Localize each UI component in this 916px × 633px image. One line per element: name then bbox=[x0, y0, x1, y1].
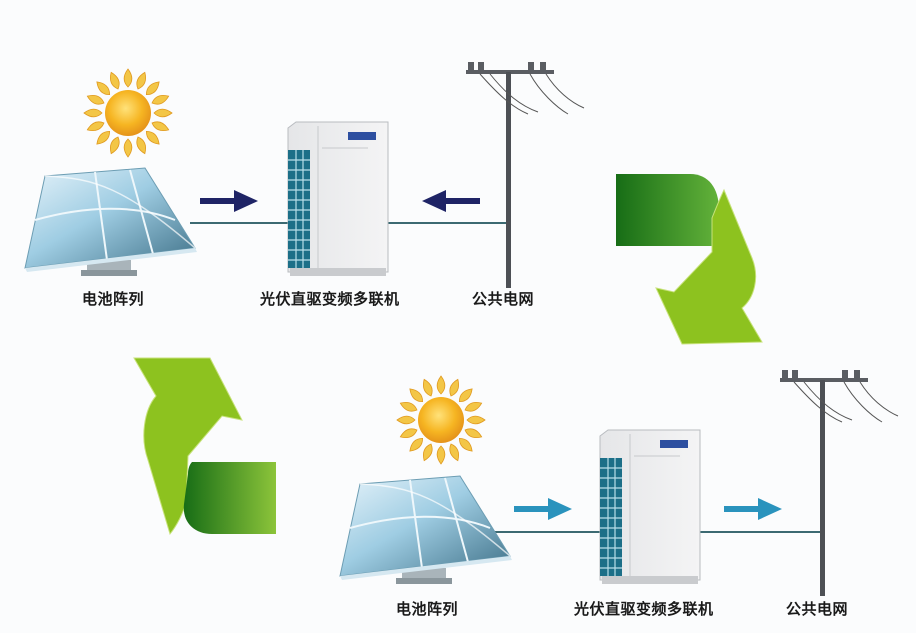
bottom-solar-panel-icon bbox=[339, 475, 513, 585]
bottom-grid-label: 公共电网 bbox=[786, 600, 849, 618]
top-grid-label: 公共电网 bbox=[472, 290, 535, 308]
cycle-arrow-up-icon bbox=[133, 357, 276, 536]
bottom-arrow-right-icon-1 bbox=[514, 498, 572, 520]
top-arrow-left-icon bbox=[422, 190, 480, 212]
bottom-solar-label: 电池阵列 bbox=[396, 600, 459, 618]
top-unit-label: 光伏直驱变频多联机 bbox=[260, 290, 400, 308]
bottom-unit-label: 光伏直驱变频多联机 bbox=[574, 600, 714, 618]
cycle-arrow-down-icon bbox=[616, 174, 763, 345]
top-arrow-right-icon bbox=[200, 190, 258, 212]
bottom-sun-icon bbox=[396, 375, 486, 465]
bottom-arrow-right-icon-2 bbox=[724, 498, 782, 520]
bottom-hvac-unit-icon bbox=[599, 429, 701, 585]
bottom-power-pole-icon bbox=[779, 369, 899, 597]
top-solar-label: 电池阵列 bbox=[82, 290, 145, 308]
